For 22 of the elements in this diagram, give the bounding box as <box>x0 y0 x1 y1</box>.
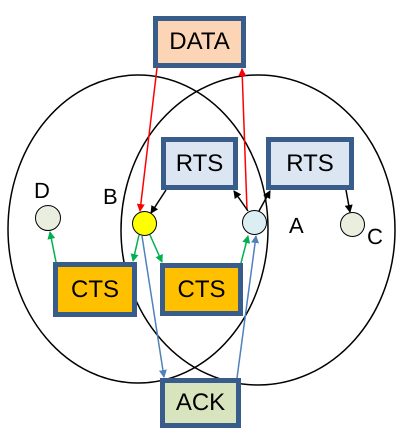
arrow <box>344 190 353 213</box>
arrow <box>150 190 167 214</box>
arrow <box>236 235 260 378</box>
arrow <box>130 234 140 262</box>
arrow <box>47 231 57 262</box>
cts-box: CTS <box>53 262 137 317</box>
arrow <box>149 234 163 263</box>
rts-box: RTS <box>266 137 354 190</box>
station-label: B <box>103 186 118 208</box>
arrow <box>240 235 250 264</box>
data-box: DATA <box>153 16 246 68</box>
station-label: C <box>367 226 383 248</box>
arrow <box>136 68 158 212</box>
arrow <box>238 68 248 210</box>
station-label: D <box>34 180 50 202</box>
ack-box: ACK <box>160 378 241 428</box>
arrow <box>141 236 167 378</box>
station-label: A <box>289 215 304 237</box>
arrow <box>258 190 271 212</box>
cts-box: CTS <box>160 263 243 316</box>
rts-box: RTS <box>161 137 238 190</box>
arrow <box>233 190 249 212</box>
